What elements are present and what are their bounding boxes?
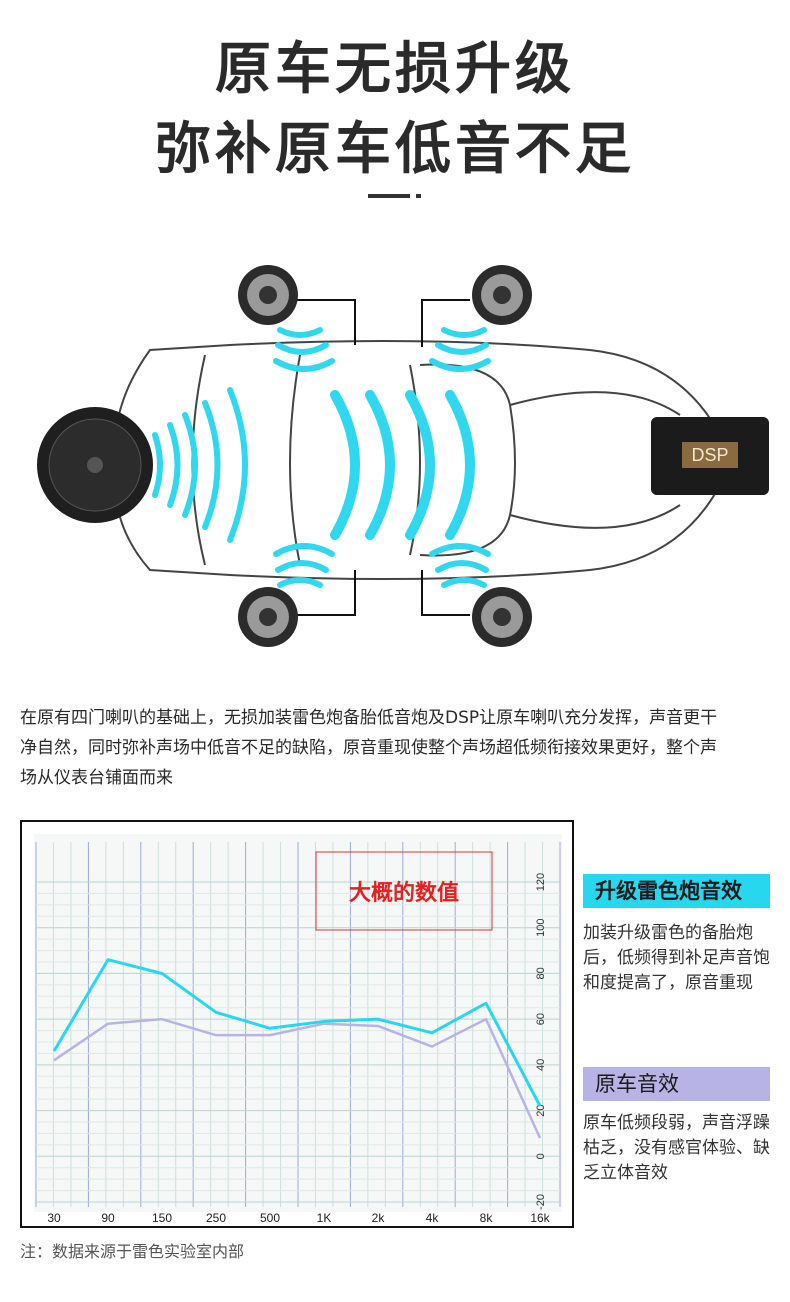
y-tick-label: 120 <box>535 873 547 891</box>
dsp-module-icon <box>651 417 769 495</box>
y-tick-label: -20 <box>535 1194 547 1210</box>
x-tick-label: 250 <box>206 1211 226 1225</box>
legend-original-title: 原车音效 <box>583 1067 770 1101</box>
speaker-icon <box>238 587 298 647</box>
x-tick-label: 500 <box>260 1211 280 1225</box>
title-divider <box>368 194 410 198</box>
page-title-line2: 弥补原车低音不足 <box>155 117 635 182</box>
x-tick-label: 16k <box>530 1211 550 1225</box>
car-outline <box>113 340 726 580</box>
speaker-connector-lines <box>295 299 470 616</box>
sound-wave-icon <box>152 327 491 588</box>
x-tick-label: 90 <box>101 1211 115 1225</box>
series-line-original <box>53 1017 542 1139</box>
y-tick-label: 80 <box>535 967 547 979</box>
x-tick-label: 150 <box>152 1211 172 1225</box>
legend-upgrade-text: 加装升级雷色的备胎炮后，低频得到补足声音饱和度提高了，原音重现 <box>583 923 770 993</box>
source-note: 注：数据来源于雷色实验室内部 <box>20 1242 245 1261</box>
y-tick-label: 20 <box>535 1104 547 1116</box>
page-title-line1: 原车无损升级 <box>215 37 575 102</box>
x-tick-label: 4k <box>426 1211 440 1225</box>
legend-upgrade-title: 升级雷色炮音效 <box>583 874 770 908</box>
speaker-icon <box>472 265 532 325</box>
chart-annotation: 大概的数值 <box>349 880 459 905</box>
y-tick-label: 100 <box>535 919 547 937</box>
x-tick-label: 2k <box>372 1211 386 1225</box>
dsp-label: DSP <box>691 445 728 465</box>
frequency-response-chart: 30 90 150 250 500 1K 2k 4k 8k 16k -20 0 20 40 60 80 100… <box>20 820 574 1228</box>
speaker-icon <box>472 587 532 647</box>
series-line-upgrade <box>52 958 542 1107</box>
subwoofer-icon <box>37 407 153 523</box>
x-tick-label: 30 <box>47 1211 61 1225</box>
x-tick-label: 1K <box>317 1211 332 1225</box>
y-tick-label: 60 <box>535 1013 547 1025</box>
legend-original-text: 原车低频段弱，声音浮躁枯乏，没有感官体验、缺乏立体音效 <box>583 1113 770 1183</box>
speaker-icon <box>238 265 298 325</box>
title-divider-dot <box>416 194 421 198</box>
y-tick-label: 0 <box>535 1153 547 1159</box>
description-text: 在原有四门喇叭的基础上，无损加装雷色炮备胎低音炮及DSP让原车喇叭充分发挥，声音… <box>20 708 718 788</box>
y-tick-label: 40 <box>535 1059 547 1071</box>
car-speaker-illustration: DSP <box>37 265 769 647</box>
x-tick-label: 8k <box>480 1211 494 1225</box>
